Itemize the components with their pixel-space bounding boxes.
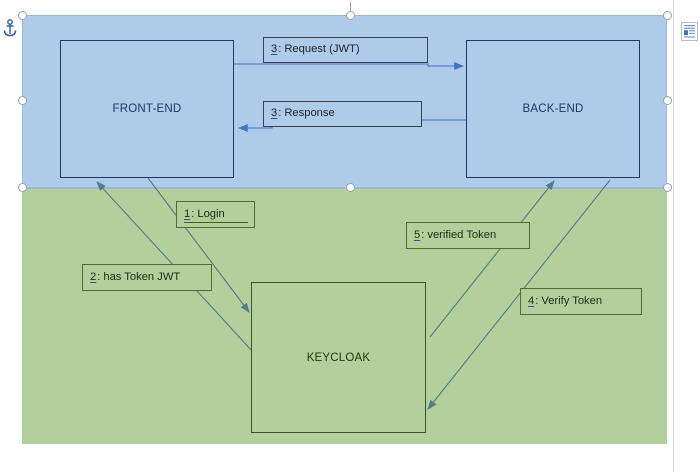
- resize-handle-top-right[interactable]: [663, 11, 672, 20]
- connector-colon: :: [278, 107, 282, 120]
- node-backend[interactable]: BACK-END: [466, 40, 640, 178]
- node-keycloak-label: KEYCLOAK: [306, 351, 371, 364]
- layout-options-button[interactable]: [681, 22, 698, 41]
- connector-number: 2: [90, 270, 97, 283]
- resize-handle-bottom-center[interactable]: [346, 183, 355, 192]
- connector-number: 4: [528, 294, 535, 307]
- connector-label-login[interactable]: 1 : Login: [176, 201, 255, 228]
- connector-colon: :: [535, 294, 539, 307]
- connector-text: Response: [284, 107, 335, 120]
- rotation-stem: [350, 2, 351, 16]
- label-underline-tail: [184, 222, 248, 223]
- resize-handle-top-left[interactable]: [18, 11, 27, 20]
- connector-number: 3: [271, 43, 278, 56]
- connector-colon: :: [421, 228, 425, 241]
- connector-number: 3: [271, 107, 278, 120]
- connector-colon: :: [278, 43, 282, 56]
- connector-text: verified Token: [427, 228, 497, 241]
- connector-text: Verify Token: [541, 294, 603, 307]
- connector-label-verified-token[interactable]: 5 : verified Token: [406, 222, 530, 249]
- connector-label-request-jwt[interactable]: 3 : Request (JWT): [263, 37, 428, 63]
- connector-number: 1: [184, 207, 191, 220]
- resize-handle-bottom-right[interactable]: [663, 183, 672, 192]
- layout-options-icon: [684, 25, 695, 38]
- connector-label-response[interactable]: 3 : Response: [263, 101, 422, 127]
- node-frontend[interactable]: FRONT-END: [60, 40, 234, 178]
- connector-text: Login: [197, 207, 225, 220]
- node-backend-label: BACK-END: [522, 103, 584, 115]
- connector-colon: :: [97, 270, 101, 283]
- node-keycloak[interactable]: KEYCLOAK: [251, 282, 426, 433]
- selection-border-top: [22, 15, 667, 16]
- connector-colon: :: [191, 207, 195, 220]
- connector-text: Request (JWT): [284, 43, 360, 56]
- selection-border-middle: [22, 187, 667, 189]
- connector-number: 5: [414, 228, 421, 241]
- resize-handle-middle-left[interactable]: [18, 96, 27, 105]
- page-edge: [673, 0, 674, 472]
- resize-handle-bottom-left[interactable]: [18, 183, 27, 192]
- connector-label-verify-token[interactable]: 4 : Verify Token: [520, 288, 642, 315]
- connector-label-has-token-jwt[interactable]: 2 : has Token JWT: [82, 264, 212, 291]
- resize-handle-top-center[interactable]: [346, 11, 355, 20]
- node-frontend-label: FRONT-END: [112, 103, 182, 115]
- resize-handle-middle-right[interactable]: [663, 96, 672, 105]
- anchor-icon: [3, 19, 17, 37]
- connector-text: has Token JWT: [103, 270, 181, 283]
